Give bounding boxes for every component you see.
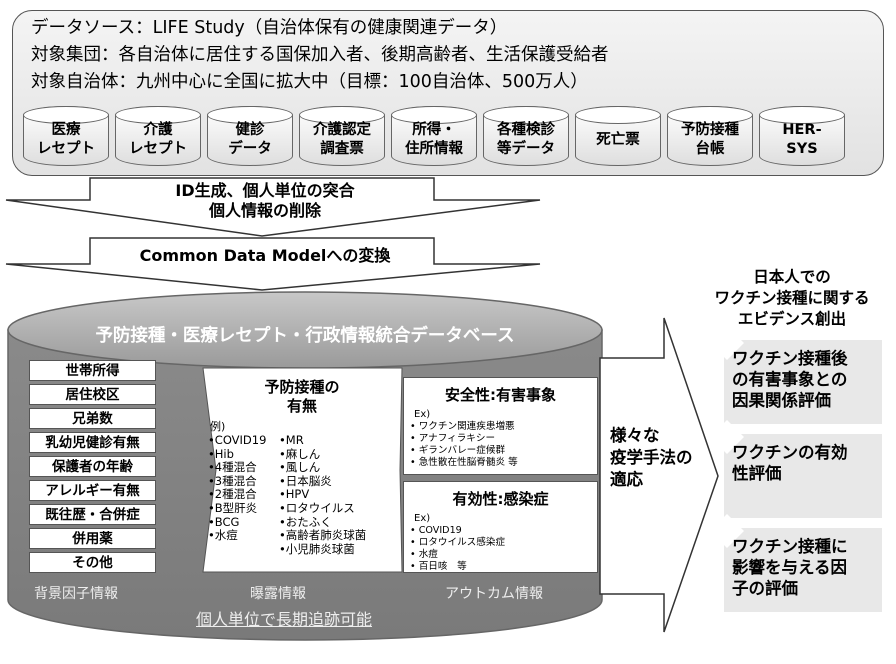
- efficacy-outcome-box: 有効性:感染症 Ex) • COVID19 • ロタウイルス感染症 • 水痘 •…: [403, 481, 598, 573]
- exposure-panel: 予防接種の 有無 例) •COVID19 •Hib •4種混合 •3種混合 •2…: [203, 368, 401, 572]
- factor-item: アレルギー有無: [29, 480, 156, 501]
- evidence-causality-box: ワクチン接種後の有害事象との因果関係評価: [724, 340, 882, 424]
- exposure-arrow-shape: [202, 367, 403, 573]
- factor-item: 既往歴・合併症: [29, 504, 156, 525]
- evidence-title: 日本人での ワクチン接種に関する エビデンス創出: [714, 268, 870, 328]
- source-income-address: 所得・住所情報: [391, 106, 477, 166]
- exposure-list-right: •MR •麻しん •風しん •日本脳炎 •HPV •ロタウイルス •おたふく •…: [279, 433, 367, 556]
- factor-item: 世帯所得: [29, 360, 156, 381]
- evidence-factors-box: ワクチン接種に影響を与える因子の評価: [724, 528, 882, 612]
- source-care-receipt: 介護レセプト: [115, 106, 201, 166]
- safety-title: 安全性:有害事象: [445, 386, 556, 404]
- target-municipality-line: 対象自治体：九州中心に全国に拡大中（目標：100自治体、500万人）: [31, 72, 588, 92]
- factor-item: 居住校区: [29, 384, 156, 405]
- source-vaccination-register: 予防接種台帳: [667, 106, 753, 166]
- database-title: 予防接種・医療レセプト・行政情報統合データベース: [95, 326, 515, 346]
- safety-outcome-box: 安全性:有害事象 Ex) • ワクチン関連疾患増悪 • アナフィラキシー • ギ…: [403, 377, 598, 475]
- safety-list: • ワクチン関連疾患増悪 • アナフィラキシー • ギランバレー症候群 • 急性…: [410, 421, 518, 468]
- source-screening: 各種検診等データ: [483, 106, 569, 166]
- target-population-line: 対象集団：各自治体に居住する国保加入者、後期高齢者、生活保護受給者: [31, 45, 609, 65]
- source-her-sys: HER-SYS: [759, 106, 845, 166]
- factor-item: 兄弟数: [29, 408, 156, 429]
- efficacy-list: • COVID19 • ロタウイルス感染症 • 水痘 • 百日咳 等: [410, 525, 506, 572]
- source-medical-receipt: 医療レセプト: [23, 106, 109, 166]
- exposure-example-label: 例): [210, 420, 226, 433]
- source-death-certificate: 死亡票: [575, 106, 661, 166]
- safety-ex-label: Ex): [414, 409, 431, 420]
- data-source-list: 医療レセプト 介護レセプト 健診データ 介護認定調査票 所得・住所情報 各種検診…: [23, 106, 845, 166]
- evidence-efficacy-box: ワクチンの有効性評価: [724, 434, 882, 518]
- factor-item: 併用薬: [29, 528, 156, 549]
- exposure-title: 予防接種の 有無: [264, 378, 340, 415]
- data-source-panel: データソース：LIFE Study（自治体保有の健康関連データ） 対象集団：各自…: [12, 10, 884, 176]
- outcome-info-label: アウトカム情報: [445, 586, 543, 602]
- efficacy-ex-label: Ex): [414, 513, 431, 524]
- step1-text: ID生成、個人単位の突合 個人情報の削除: [175, 181, 355, 220]
- methods-text: 様々な 疫学手法の 適応: [610, 426, 693, 489]
- factor-item: その他: [29, 552, 156, 573]
- efficacy-title: 有効性:感染症: [452, 490, 549, 508]
- source-health-checkup: 健診データ: [207, 106, 293, 166]
- arrow-methods: [599, 317, 719, 633]
- data-source-line: データソース：LIFE Study（自治体保有の健康関連データ）: [31, 18, 508, 38]
- exposure-list-left: •COVID19 •Hib •4種混合 •3種混合 •2種混合 •B型肝炎 •B…: [208, 433, 267, 543]
- arrow-step1: [5, 177, 541, 237]
- arrow-step2: [5, 237, 541, 291]
- followup-label: 個人単位で長期追跡可能: [196, 610, 373, 629]
- background-info-label: 背景因子情報: [34, 586, 118, 602]
- factor-item: 保護者の年齢: [29, 456, 156, 477]
- step2-text: Common Data Modelへの変換: [139, 246, 391, 265]
- exposure-info-label: 曝露情報: [250, 586, 306, 602]
- source-care-certification: 介護認定調査票: [299, 106, 385, 166]
- factor-item: 乳幼児健診有無: [29, 432, 156, 453]
